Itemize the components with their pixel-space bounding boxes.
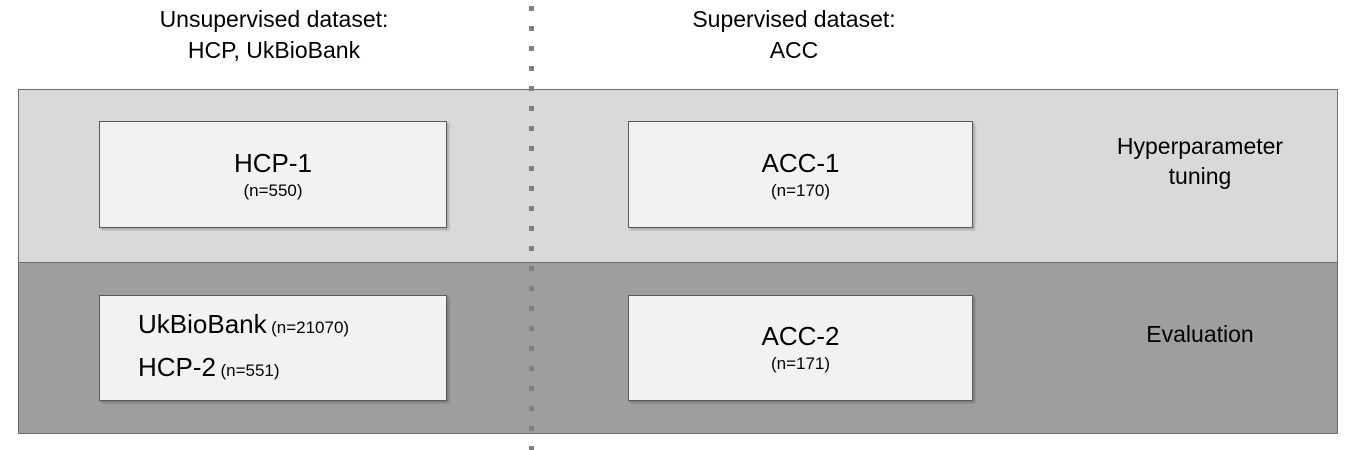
dataset-box-hcp1-content: HCP-1 (n=550)	[100, 147, 446, 203]
dataset-box-hcp2-row: HCP-2 (n=551)	[138, 348, 446, 391]
stage-label-hyperparameter-tuning: Hyperparameter tuning	[1065, 131, 1335, 191]
column-header-unsupervised-line1: Unsupervised dataset:	[159, 6, 389, 32]
dataset-box-acc2: ACC-2 (n=171)	[628, 295, 973, 401]
dataset-box-hcp1-count: (n=550)	[243, 180, 303, 200]
dataset-box-ukbiobank-count: (n=21070)	[271, 318, 350, 337]
dataset-box-ukbiobank-hcp2: UkBioBank (n=21070) HCP-2 (n=551)	[99, 295, 447, 401]
stage-label-evaluation-line1: Evaluation	[1146, 321, 1254, 347]
stage-label-evaluation: Evaluation	[1065, 319, 1335, 349]
bands-container: Hyperparameter tuning Evaluation HCP-1 (…	[18, 89, 1338, 434]
dataset-box-acc2-content: ACC-2 (n=171)	[629, 320, 972, 376]
dataset-box-acc1-content: ACC-1 (n=170)	[629, 147, 972, 203]
column-header-unsupervised-line2: HCP, UkBioBank	[187, 37, 361, 63]
stage-label-tuning-line2: tuning	[1168, 163, 1232, 189]
dataset-box-hcp1-title: HCP-1	[233, 147, 312, 178]
column-header-unsupervised: Unsupervised dataset: HCP, UkBioBank	[18, 4, 530, 66]
column-header-supervised-line2: ACC	[769, 37, 819, 63]
dataset-box-acc1-title: ACC-1	[761, 147, 840, 178]
dataset-box-ukbiobank-title: UkBioBank	[138, 309, 267, 339]
dataset-box-hcp1: HCP-1 (n=550)	[99, 121, 447, 228]
column-header-supervised: Supervised dataset: ACC	[534, 4, 1054, 66]
dataset-box-acc1: ACC-1 (n=170)	[628, 121, 973, 228]
dataset-box-ukbiobank-hcp2-content: UkBioBank (n=21070) HCP-2 (n=551)	[100, 305, 446, 391]
dataset-box-acc2-count: (n=171)	[770, 354, 831, 373]
column-header-supervised-line1: Supervised dataset:	[692, 6, 896, 32]
dataset-box-acc1-count: (n=170)	[770, 180, 831, 200]
dataset-box-ukbiobank-row: UkBioBank (n=21070)	[138, 305, 446, 348]
vertical-dotted-divider-icon	[529, 0, 534, 450]
dataset-box-hcp2-title: HCP-2	[138, 352, 217, 382]
dataset-box-hcp2-count: (n=551)	[220, 361, 280, 380]
dataset-box-acc2-title: ACC-2	[761, 321, 840, 351]
stage-label-tuning-line1: Hyperparameter	[1116, 133, 1284, 159]
